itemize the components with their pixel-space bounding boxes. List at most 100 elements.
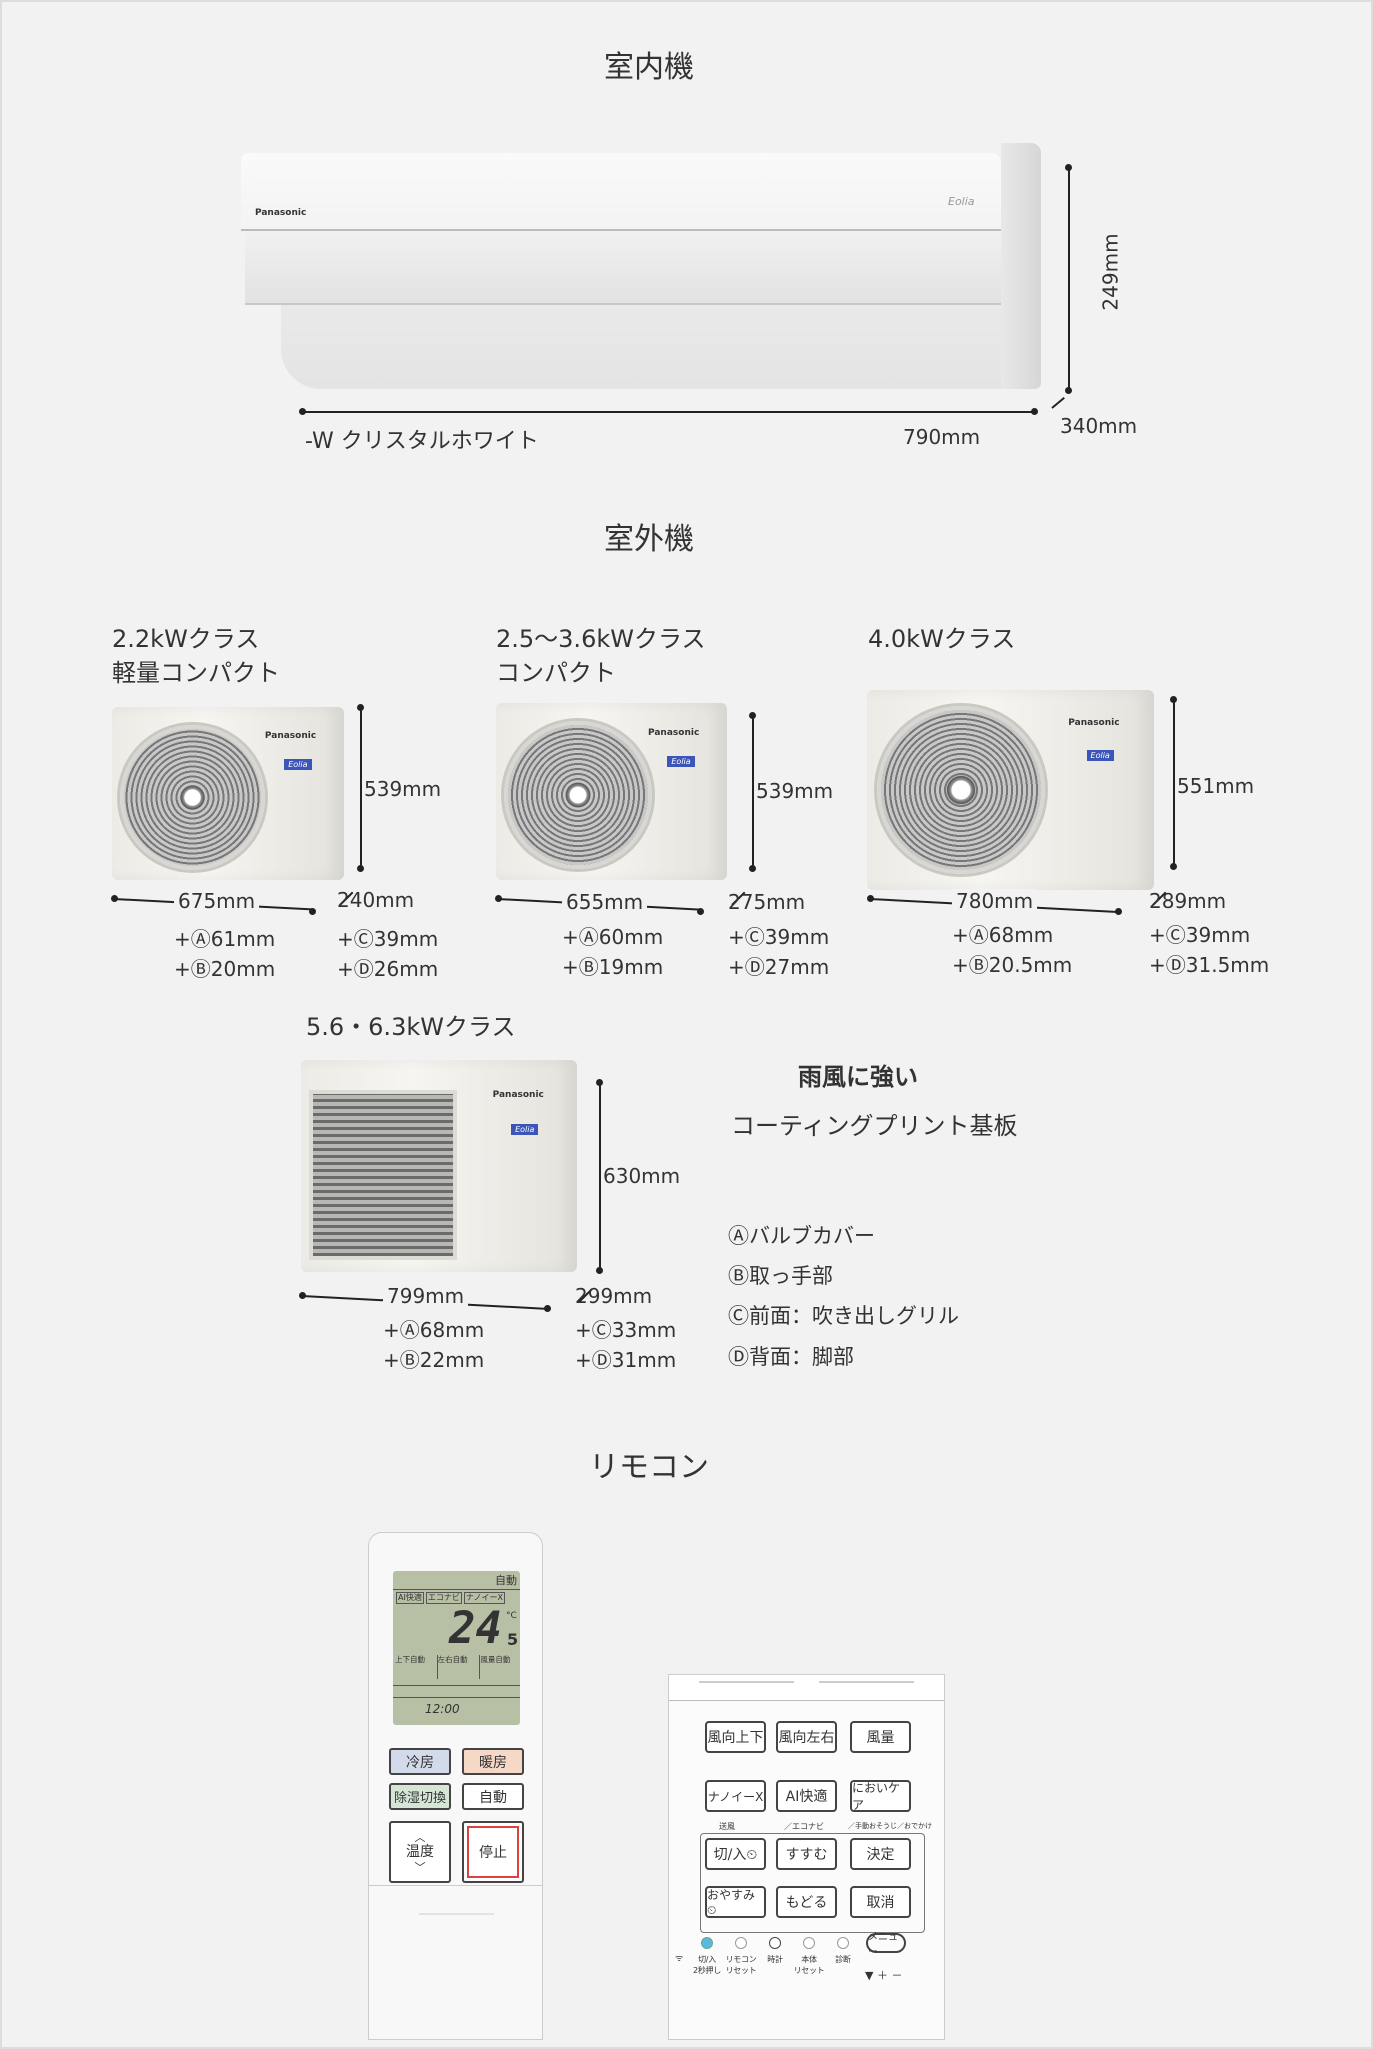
lcd-clock: 12:00 xyxy=(425,1702,460,1716)
fan-grille xyxy=(120,725,265,870)
lcd-fan: 風量自動 xyxy=(480,1655,511,1664)
panel-button[interactable]: もどる xyxy=(776,1886,837,1918)
legend-d: Ⓓ背面：脚部 xyxy=(728,1345,854,1369)
outdoor-height: 551mm xyxy=(1177,774,1255,798)
outdoor-height: 539mm xyxy=(364,777,442,801)
outdoor-width: 799mm xyxy=(383,1284,469,1308)
extra-a: +Ⓐ68mm xyxy=(383,1318,485,1342)
remote-main: 自動 AI快適 エコナビ ナノイーX 24 5 °C 上下自動 左右自動 風量自… xyxy=(368,1532,543,2040)
fan-grille xyxy=(877,706,1045,874)
stop-button[interactable]: 停止 xyxy=(462,1821,524,1883)
panel-button[interactable]: 決定 xyxy=(850,1838,911,1870)
sublabel-fan: 送風 xyxy=(719,1822,735,1831)
panel-button[interactable]: AI快適 xyxy=(776,1780,837,1812)
remote-panel: 風向上下風向左右風量ナノイーX AI快適においケア切/入⏲ すすむ決定おやすみ⏲ もど… xyxy=(668,1674,945,2040)
remote-section-title: リモコン xyxy=(589,1450,709,1485)
panel-button[interactable]: すすむ xyxy=(776,1838,837,1870)
lcd-screen: 自動 AI快適 エコナビ ナノイーX 24 5 °C 上下自動 左右自動 風量自… xyxy=(393,1571,520,1725)
extras-ab: +Ⓐ60mm+Ⓑ19mm xyxy=(562,922,663,982)
height-dimension-line xyxy=(599,1082,601,1270)
panasonic-logo: Panasonic xyxy=(648,727,700,738)
lcd-tag: エコナビ xyxy=(425,1592,462,1604)
eolia-logo: Eolia xyxy=(667,756,695,768)
outdoor-width: 675mm xyxy=(174,889,260,913)
led-label: 切/入 2秒押し xyxy=(693,1955,721,1975)
temperature-button[interactable]: ︿ 温度 ﹀ xyxy=(389,1821,451,1883)
legend-c: Ⓒ前面：吹き出しグリル xyxy=(728,1304,959,1328)
outdoor-depth: 299mm xyxy=(575,1284,653,1308)
fan-grille xyxy=(504,721,652,869)
outdoor-depth: 289mm xyxy=(1149,889,1227,913)
panel-button[interactable]: 風量 xyxy=(850,1721,911,1753)
temperature-label: 温度 xyxy=(406,1843,434,1860)
extra-b: +Ⓑ20mm xyxy=(174,957,276,981)
led-3[interactable] xyxy=(803,1937,815,1949)
extra-d: +Ⓓ31mm xyxy=(575,1348,677,1372)
extra-c: +Ⓒ39mm xyxy=(728,925,830,949)
lcd-fan: 左右自動 xyxy=(438,1655,481,1679)
lcd-tag: AI快適 xyxy=(396,1592,424,1604)
led-1[interactable] xyxy=(735,1937,747,1949)
width-dimension-line xyxy=(302,411,1034,413)
extra-d: +Ⓓ27mm xyxy=(728,955,830,979)
height-dimension-line xyxy=(1068,167,1070,390)
chevron-up-icon: ︿ xyxy=(414,1830,426,1844)
eolia-logo: Eolia xyxy=(511,1123,539,1135)
panel-button[interactable]: 取消 xyxy=(850,1886,911,1918)
extras-ab: +Ⓐ68mm +Ⓑ22mm xyxy=(383,1315,484,1375)
heading-line: 5.6・6.3kWクラス xyxy=(306,1013,516,1041)
extra-b: +Ⓑ22mm xyxy=(383,1348,485,1372)
panel-button[interactable]: 風向上下 xyxy=(705,1721,766,1753)
indoor-height: 249mm xyxy=(1098,233,1123,311)
extra-a: +Ⓐ60mm xyxy=(562,925,664,949)
lcd-tag: ナノイーX xyxy=(463,1592,505,1604)
outdoor-height: 539mm xyxy=(756,779,834,803)
indoor-width: 790mm xyxy=(903,425,981,449)
dry-button[interactable]: 除湿切換 xyxy=(389,1783,451,1810)
led-label: 診断 xyxy=(835,1955,851,1964)
heat-button[interactable]: 暖房 xyxy=(462,1748,524,1775)
panasonic-logo: Panasonic xyxy=(264,731,317,742)
legend-a: Ⓐバルブカバー xyxy=(728,1224,875,1248)
heading-line: 2.5〜3.6kWクラス xyxy=(496,625,706,653)
outdoor-depth: 240mm xyxy=(337,888,415,912)
extra-a: +Ⓐ68mm xyxy=(952,923,1054,947)
lcd-temp: 24 xyxy=(449,1603,502,1654)
extra-c: +Ⓒ39mm xyxy=(337,927,439,951)
extra-a: +Ⓐ61mm xyxy=(174,927,276,951)
menu-button[interactable]: メニュー xyxy=(866,1932,906,1958)
legend-b: Ⓑ取っ手部 xyxy=(728,1264,833,1288)
heading-line: 軽量コンパクト xyxy=(112,659,280,687)
feature-title: 雨風に強い xyxy=(798,1063,918,1091)
outdoor-depth: 275mm xyxy=(728,890,806,914)
auto-button[interactable]: 自動 xyxy=(462,1783,524,1810)
extra-b: +Ⓑ20.5mm xyxy=(952,953,1073,977)
panel-button[interactable]: 切/入⏲ xyxy=(705,1838,766,1870)
outdoor-section-title: 室外機 xyxy=(604,522,694,557)
cool-button[interactable]: 冷房 xyxy=(389,1748,451,1775)
extras-ab: +Ⓐ68mm +Ⓑ20.5mm xyxy=(952,920,1072,980)
height-dimension-line xyxy=(752,715,754,868)
outdoor-height: 630mm xyxy=(603,1164,681,1188)
chevron-down-icon: ﹀ xyxy=(414,1860,426,1874)
led-label: 本体 リセット xyxy=(793,1955,825,1975)
panel-button[interactable]: 風向左右 xyxy=(776,1721,837,1753)
color-label: -W クリスタルホワイト xyxy=(305,429,539,454)
outdoor-unit-heading: 4.0kWクラス xyxy=(868,622,1015,656)
lcd-fan: 上下自動 xyxy=(395,1655,438,1679)
extra-d: +Ⓓ26mm xyxy=(337,957,439,981)
panasonic-logo: Panasonic xyxy=(1068,718,1120,728)
eolia-logo: Eolia xyxy=(284,758,312,770)
heading-line: コンパクト xyxy=(496,659,616,687)
led-2[interactable] xyxy=(769,1937,781,1949)
heading-line: 2.2kWクラス xyxy=(112,625,260,653)
led-4[interactable] xyxy=(837,1937,849,1949)
panel-button[interactable]: においケア xyxy=(850,1780,911,1812)
panel-button[interactable]: ナノイーX xyxy=(705,1780,766,1812)
panel-button[interactable]: おやすみ⏲ xyxy=(705,1886,766,1918)
sublabel-econavi: ／エコナビ xyxy=(784,1822,824,1831)
height-dimension-line xyxy=(360,707,362,868)
